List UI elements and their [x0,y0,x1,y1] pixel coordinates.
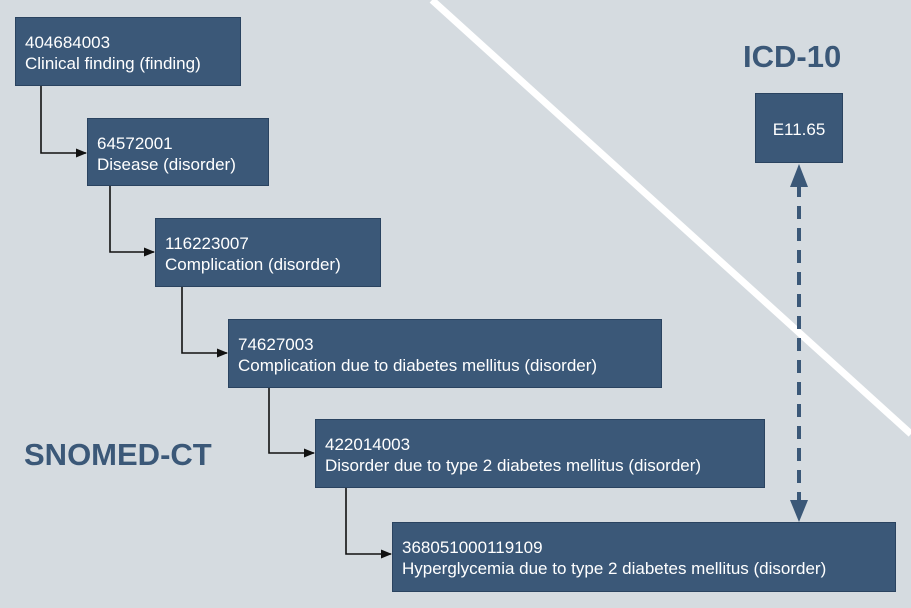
icd-10-code: E11.65 [772,120,826,139]
concept-name: Clinical finding (finding) [25,54,201,73]
diagonal-divider [429,0,911,437]
hierarchy-connector-3 [181,287,229,358]
snomed-concept-2: 64572001 Disease (disorder) [87,118,269,186]
mapping-arrow-head-up [790,164,808,187]
mapping-arrow [790,164,808,522]
mapping-arrow-head-down [790,500,808,522]
concept-name: Complication due to diabetes mellitus (d… [238,356,598,375]
concept-code: 368051000119109 [402,538,543,557]
hierarchy-connector-4 [268,387,316,458]
hierarchy-connector-2 [109,185,156,257]
snomed-concept-5: 422014003 Disorder due to type 2 diabete… [315,419,765,488]
concept-code: 74627003 [238,335,314,354]
concept-name: Complication (disorder) [165,255,341,274]
snomed-ct-label: SNOMED-CT [24,437,212,472]
concept-name: Hyperglycemia due to type 2 diabetes mel… [402,559,827,578]
concept-code: 422014003 [325,435,411,454]
concept-code: 64572001 [97,134,173,153]
snomed-concept-4: 74627003 Complication due to diabetes me… [228,319,662,388]
snomed-concept-6: 368051000119109 Hyperglycemia due to typ… [392,522,896,592]
concept-code: 404684003 [25,33,111,52]
snomed-concept-1: 404684003 Clinical finding (finding) [15,17,241,86]
icd-10-code-box: E11.65 [755,93,843,163]
icd-10-label: ICD-10 [743,39,842,74]
concept-name: Disorder due to type 2 diabetes mellitus… [325,456,702,475]
concept-name: Disease (disorder) [97,155,236,174]
snomed-concept-3: 116223007 Complication (disorder) [155,218,381,287]
hierarchy-connector-5 [345,488,393,559]
hierarchy-connector-1 [40,86,88,158]
concept-code: 116223007 [165,234,249,253]
